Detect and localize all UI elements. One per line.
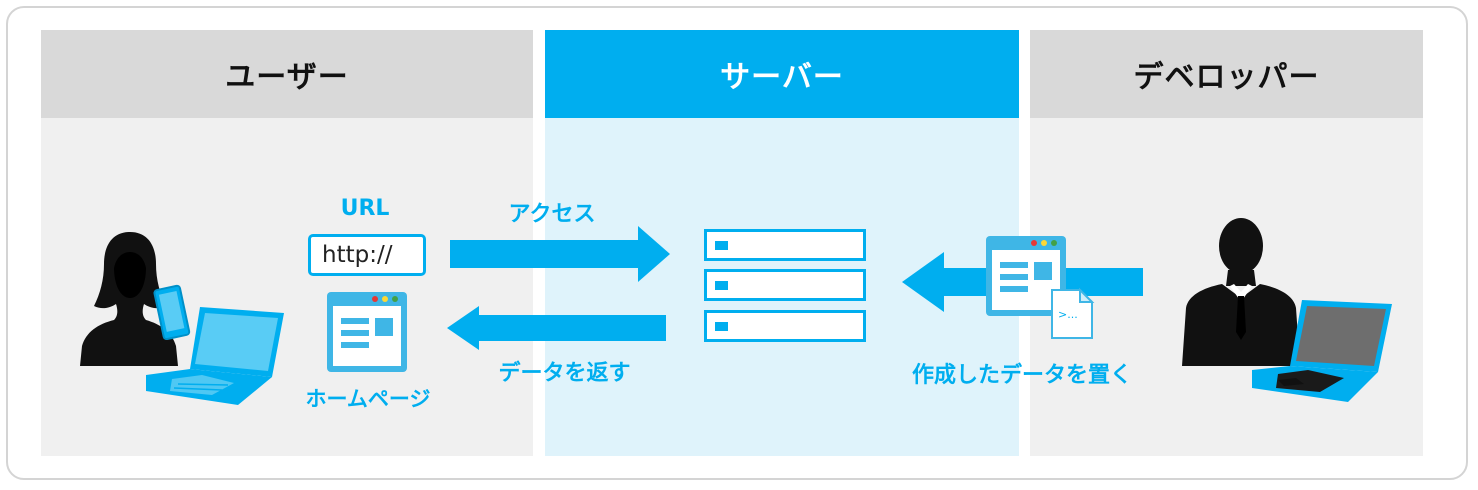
url-input: http:// [308, 234, 426, 276]
access-arrow [450, 226, 670, 282]
woman-silhouette-icon [80, 232, 178, 366]
developer-column-header: デベロッパー [1030, 30, 1423, 118]
businessman-silhouette-icon [1182, 218, 1300, 366]
return-arrow [447, 306, 666, 350]
server-rack-icon [704, 229, 866, 261]
url-label: URL [340, 196, 390, 221]
access-label: アクセス [508, 202, 596, 227]
webpage-icon [986, 236, 1066, 316]
return-data-label: データを返す [498, 361, 631, 386]
terminal-prompt-text: >... [1058, 308, 1078, 321]
document-icon [1051, 287, 1095, 339]
laptop-icon [1252, 300, 1392, 402]
server-rack-icon [704, 310, 866, 342]
laptop-icon [146, 307, 284, 405]
webpage-icon [327, 292, 407, 372]
user-column-header: ユーザー [41, 30, 533, 118]
smartphone-icon [153, 284, 191, 341]
place-data-label: 作成したデータを置く [911, 363, 1132, 388]
homepage-label: ホームページ [305, 387, 431, 411]
server-rack-icon [704, 269, 866, 301]
server-column-header: サーバー [545, 30, 1019, 118]
